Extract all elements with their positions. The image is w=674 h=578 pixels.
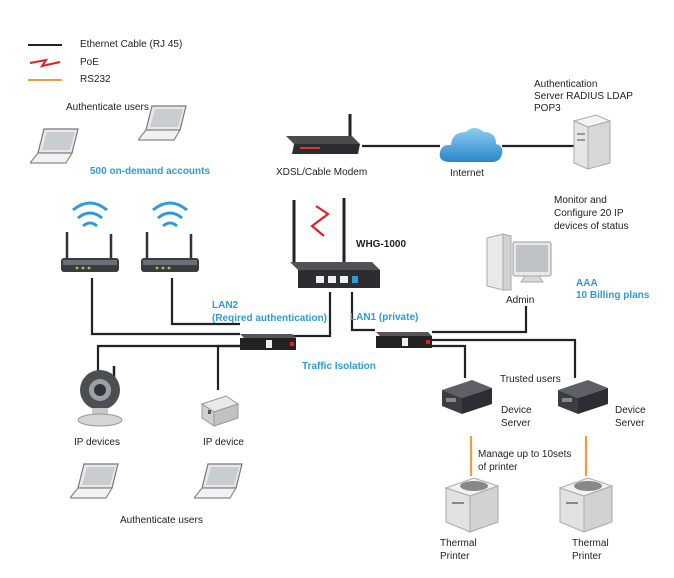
printer-1-label-2: Printer: [440, 551, 470, 562]
rs232-cables: [469, 436, 588, 476]
monitor-label-3: devices of status: [554, 221, 629, 232]
auth-server-label-3: POP3: [534, 103, 561, 114]
device-server-1-label-2: Server: [501, 418, 531, 429]
manage-label-1: Manage up to 10sets: [478, 449, 572, 460]
ethernet-cables: [90, 144, 577, 390]
switch-icon: [372, 328, 434, 355]
router-icon: [55, 190, 125, 285]
lan2-label-1: LAN2: [212, 300, 239, 311]
aaa-label-2: 10 Billing plans: [576, 290, 650, 301]
cloud-icon: [436, 122, 506, 173]
laptop-icon: [192, 462, 250, 507]
laptop-icon: [68, 462, 126, 507]
wifi-icon: [72, 201, 108, 228]
laptop-icon: [28, 127, 86, 172]
modem-icon: [282, 112, 364, 163]
server-icon: [566, 113, 614, 176]
auth-users-bottom-label: Authenticate users: [120, 515, 203, 526]
gateway-icon: [286, 196, 386, 299]
aaa-label-1: AAA: [576, 278, 598, 289]
thermal-printer-icon: [554, 474, 616, 541]
poe-link: [310, 205, 330, 237]
legend-rs232-label: RS232: [80, 74, 111, 85]
manage-label-2: of printer: [478, 462, 518, 473]
gateway-label: WHG-1000: [356, 239, 407, 250]
ip-device-label: IP device: [203, 437, 244, 448]
laptop-icon: [136, 104, 194, 149]
switch-icon: [236, 330, 298, 357]
ip-device-icon: [196, 392, 242, 435]
device-server-2-label-1: Device: [615, 405, 646, 416]
printer-2-label-1: Thermal: [572, 538, 609, 549]
printer-2-label-2: Printer: [572, 551, 602, 562]
trusted-users-label: Trusted users: [500, 374, 561, 385]
thermal-printer-icon: [440, 474, 502, 541]
legend-ethernet-label: Ethernet Cable (RJ 45): [80, 39, 183, 50]
device-server-icon: [436, 376, 496, 423]
legend-poe-line: [29, 58, 61, 68]
legend-poe-label: PoE: [80, 57, 99, 68]
auth-server-label-1: Authentication: [534, 79, 598, 90]
monitor-label-2: Configure 20 IP: [554, 208, 624, 219]
modem-label: XDSL/Cable Modem: [276, 167, 368, 178]
printer-1-label-1: Thermal: [440, 538, 477, 549]
ip-camera-icon: [74, 364, 130, 433]
traffic-isolation-label: Traffic Isolation: [302, 361, 376, 372]
internet-label: Internet: [450, 168, 484, 179]
pc-icon: [485, 232, 555, 299]
wifi-icon: [152, 201, 188, 228]
device-server-2-label-2: Server: [615, 418, 645, 429]
device-server-1-label-1: Device: [501, 405, 532, 416]
on-demand-label: 500 on-demand accounts: [90, 166, 211, 177]
lan2-label-2: (Reqired authentication): [212, 313, 328, 324]
auth-users-top-label: Authenticate users: [66, 102, 149, 113]
auth-server-label-2: Server RADIUS LDAP: [534, 91, 633, 102]
router-icon: [135, 190, 205, 285]
monitor-label-1: Monitor and: [554, 195, 607, 206]
device-server-icon: [552, 376, 612, 423]
admin-label: Admin: [506, 295, 535, 306]
lan1-label: LAN1 (private): [350, 312, 419, 323]
ip-devices-label: IP devices: [74, 437, 120, 448]
